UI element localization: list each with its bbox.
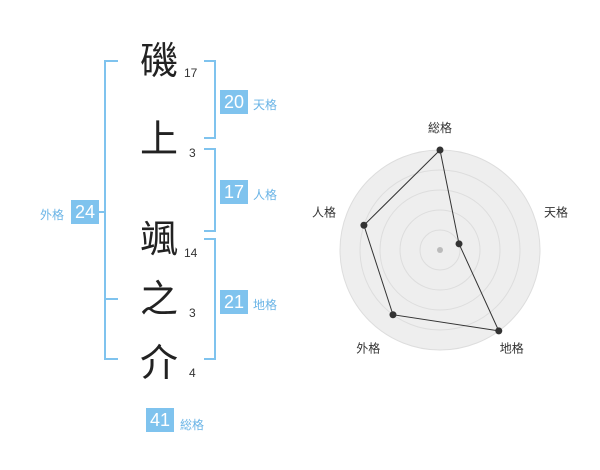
radar-point-5 (360, 221, 368, 229)
tenkaku-value: 20 (220, 90, 248, 114)
tenkaku-bracket (204, 60, 216, 139)
gaikaku-value: 24 (71, 200, 99, 224)
radar-point-3 (495, 327, 503, 335)
tenkaku-label: 天格 (253, 98, 278, 112)
chikaku-bracket (204, 238, 216, 360)
soukaku-label: 総格 (180, 418, 205, 432)
gaikaku-bracket-tick (104, 298, 118, 300)
radar-axis-label-1: 総格 (428, 120, 452, 135)
soukaku-value: 41 (146, 408, 174, 432)
stroke-count-2: 3 (189, 146, 196, 160)
jinkaku-value: 17 (220, 180, 248, 204)
stroke-count-3: 14 (184, 246, 198, 260)
name-char-1: 磯 (140, 39, 179, 83)
radar-ring-1 (419, 229, 461, 271)
gaikaku-bracket (104, 60, 118, 360)
jinkaku-label: 人格 (253, 188, 278, 202)
gaikaku-connector (98, 211, 106, 213)
jinkaku-bracket (204, 148, 216, 232)
chikaku-label: 地格 (253, 298, 278, 312)
radar-point-1 (436, 146, 444, 154)
radar-ring-3 (379, 189, 501, 311)
radar-axis-label-4: 外格 (356, 341, 380, 356)
radar-axis-label-3: 地格 (500, 341, 524, 356)
radar-axis-label-2: 天格 (544, 204, 568, 219)
radar-point-4 (389, 311, 397, 319)
radar-center (437, 247, 443, 253)
name-char-3: 颯 (140, 217, 179, 261)
stroke-count-4: 3 (189, 306, 196, 320)
stroke-count-1: 17 (184, 66, 198, 80)
radar-ring-2 (399, 209, 481, 291)
radar-point-2 (455, 240, 463, 248)
name-char-2: 上 (140, 117, 179, 161)
name-char-4: 之 (140, 277, 179, 321)
name-char-5: 介 (140, 341, 179, 385)
stroke-count-5: 4 (189, 366, 196, 380)
radar-axis-label-5: 人格 (312, 204, 336, 219)
gaikaku-label: 外格 (40, 208, 65, 222)
radar-ring-4 (359, 169, 521, 331)
chikaku-value: 21 (220, 290, 248, 314)
radar-polygon (363, 148, 500, 332)
